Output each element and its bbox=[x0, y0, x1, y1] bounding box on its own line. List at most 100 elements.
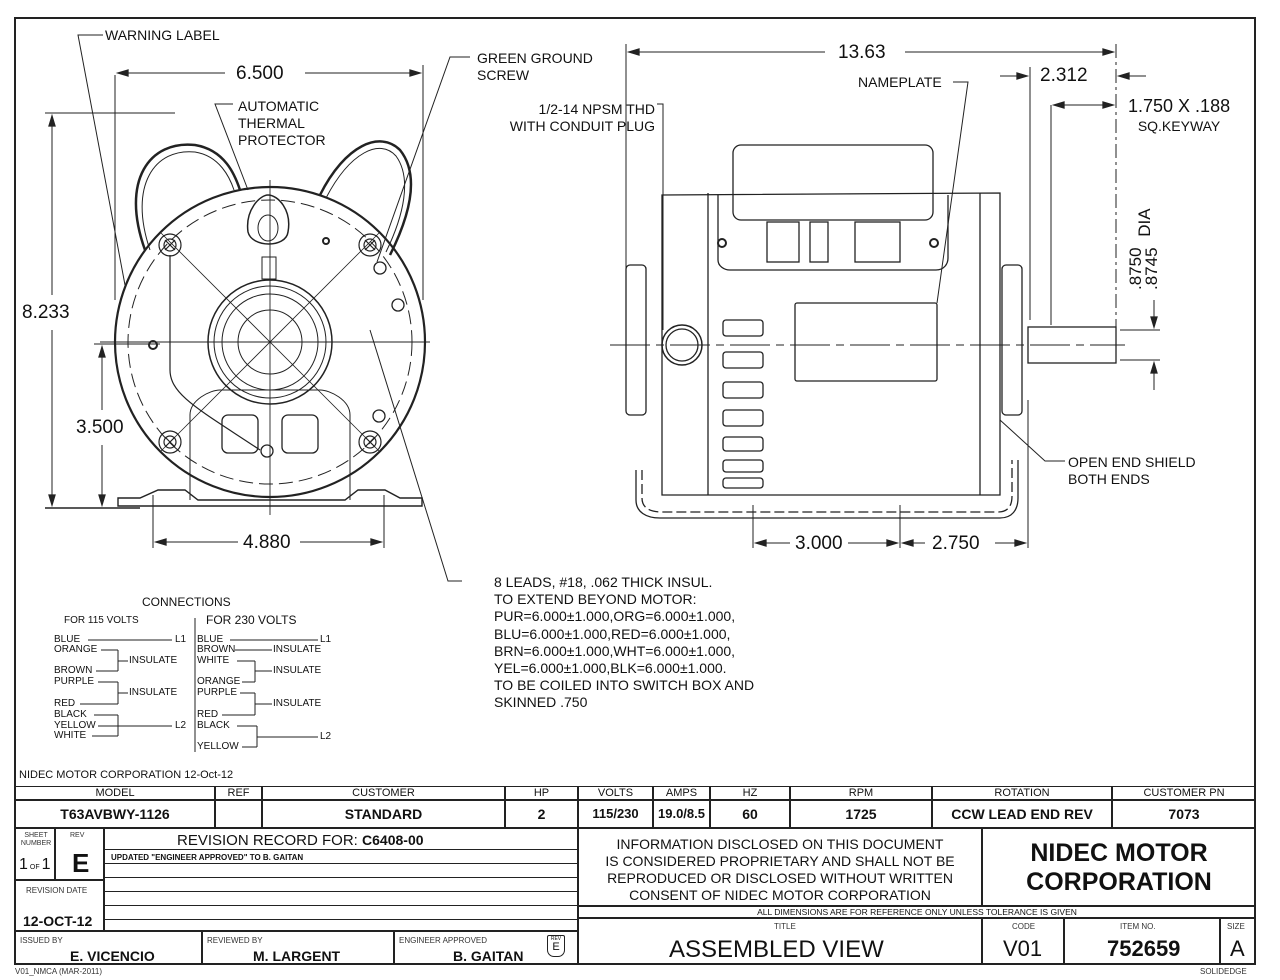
sheet-of: OF bbox=[29, 864, 40, 871]
title-cell: TITLE ASSEMBLED VIEW bbox=[578, 918, 982, 964]
dim-width: 6.500 bbox=[236, 63, 284, 84]
lead-label: WHITE bbox=[54, 730, 87, 741]
code-label: CODE bbox=[1012, 922, 1036, 931]
sheet-number-label: SHEET NUMBER bbox=[20, 832, 52, 847]
size-cell: SIZE A bbox=[1220, 918, 1256, 964]
rev-badge-label: REV bbox=[550, 936, 562, 942]
callout-line: PROTECTOR bbox=[238, 132, 326, 148]
spec-header: CUSTOMER PN bbox=[1112, 786, 1256, 800]
callout-line: WITH CONDUIT PLUG bbox=[509, 118, 655, 134]
lead-label: RED bbox=[54, 698, 76, 709]
item-no-value: 752659 bbox=[1107, 936, 1181, 961]
spec-rpm: 1725 bbox=[790, 800, 932, 828]
nameplate-callout: NAMEPLATE bbox=[858, 74, 942, 90]
end-view bbox=[45, 34, 470, 582]
sheet-total: 1 bbox=[41, 856, 51, 873]
lead-label: BLUE bbox=[197, 634, 224, 645]
company-line: NIDEC MOTOR bbox=[1030, 839, 1208, 867]
engineer-approved-value: B. GAITAN bbox=[453, 948, 524, 964]
lead-label: BROWN bbox=[54, 665, 93, 676]
notice-line: REPRODUCED OR DISCLOSED WITHOUT WRITTEN bbox=[607, 870, 953, 886]
insulate-label: INSULATE bbox=[273, 698, 322, 709]
callout-line: OPEN END SHIELD bbox=[1068, 454, 1196, 470]
dim-mount-b: 2.750 bbox=[932, 533, 980, 554]
rev-row-line bbox=[105, 905, 577, 906]
lead-label: ORANGE bbox=[54, 644, 98, 655]
callout-line: SCREW bbox=[477, 67, 530, 83]
spec-volts: 115/230 bbox=[578, 800, 653, 828]
rev-value: E bbox=[72, 848, 90, 878]
note-line: TO BE COILED INTO SWITCH BOX AND bbox=[494, 677, 755, 694]
connections-lines bbox=[80, 618, 318, 752]
end-shield-callout: OPEN END SHIELD BOTH ENDS bbox=[1068, 454, 1196, 488]
company-line: CORPORATION bbox=[1026, 868, 1212, 896]
notice-line: IS CONSIDERED PROPRIETARY AND SHALL NOT … bbox=[605, 853, 955, 869]
v115-title: FOR 115 VOLTS bbox=[64, 615, 139, 626]
callout-line: THERMAL bbox=[238, 115, 305, 131]
issued-by-value: E. VICENCIO bbox=[70, 948, 155, 964]
drawing-border bbox=[14, 17, 1256, 965]
spec-customer: STANDARD bbox=[262, 800, 505, 828]
item-no-label: ITEM NO. bbox=[1120, 922, 1156, 931]
note-line: 8 LEADS, #18, .062 THICK INSUL. bbox=[494, 574, 713, 590]
conduit-callout: 1/2-14 NPSM THD WITH CONDUIT PLUG bbox=[492, 101, 655, 135]
software-label: SOLIDEDGE bbox=[1200, 967, 1247, 976]
spec-header: HP bbox=[505, 786, 578, 800]
lead-label: YELLOW bbox=[197, 741, 239, 752]
rev-badge-icon: REV E bbox=[547, 935, 565, 957]
lead-label: RED bbox=[197, 709, 219, 720]
spec-header: RPM bbox=[790, 786, 932, 800]
revision-note: UPDATED "ENGINEER APPROVED" TO B. GAITAN bbox=[111, 853, 304, 862]
issued-by-label: ISSUED BY bbox=[20, 936, 63, 945]
ground-screw-callout: GREEN GROUND SCREW bbox=[477, 50, 593, 84]
reviewed-by-value: M. LARGENT bbox=[253, 948, 341, 964]
rev-label: REV bbox=[70, 832, 85, 839]
spec-header: CUSTOMER bbox=[262, 786, 505, 800]
thermal-protector-callout: AUTOMATIC THERMAL PROTECTOR bbox=[238, 98, 326, 149]
rev-row-line bbox=[105, 877, 577, 878]
lead-label: BLACK bbox=[54, 709, 87, 720]
side-view bbox=[610, 44, 1160, 548]
notice-line: CONSENT OF NIDEC MOTOR CORPORATION bbox=[629, 887, 931, 903]
callout-line: GREEN GROUND bbox=[477, 50, 593, 66]
title-label: TITLE bbox=[774, 922, 796, 931]
spec-ref bbox=[215, 800, 262, 828]
note-line: YEL=6.000±1.000,BLK=6.000±1.000. bbox=[494, 660, 727, 677]
lead-label: PURPLE bbox=[54, 676, 95, 687]
size-value: A bbox=[1230, 936, 1245, 961]
spec-hz: 60 bbox=[710, 800, 790, 828]
insulate-label: INSULATE bbox=[273, 644, 322, 655]
revision-date-cell: REVISION DATE 12-OCT-12 bbox=[15, 880, 104, 931]
spec-rotation: CCW LEAD END REV bbox=[932, 800, 1112, 828]
dim-shaft-height: 3.500 bbox=[76, 417, 124, 438]
revision-date-value: 12-OCT-12 bbox=[23, 913, 93, 929]
dim-mount-spacing: 4.880 bbox=[243, 532, 291, 553]
dia-label: DIA bbox=[1134, 208, 1154, 237]
item-no-cell: ITEM NO. 752659 bbox=[1064, 918, 1220, 964]
keyway-callout: 1.750 X .188 SQ.KEYWAY bbox=[1128, 96, 1230, 136]
sheet-current: 1 bbox=[19, 856, 28, 873]
revision-record-label: REVISION RECORD FOR: bbox=[177, 832, 358, 849]
callout-line: AUTOMATIC bbox=[238, 98, 320, 114]
lead-label: PURPLE bbox=[197, 687, 238, 698]
spec-hp: 2 bbox=[505, 800, 578, 828]
rev-row-line bbox=[105, 919, 577, 920]
engineer-approved-cell: ENGINEER APPROVED B. GAITAN REV E bbox=[394, 931, 578, 964]
spec-amps: 19.0/8.5 bbox=[653, 800, 710, 828]
revision-date-label: REVISION DATE bbox=[26, 886, 88, 895]
dim-shaft-length: 2.312 bbox=[1040, 65, 1088, 86]
revision-record: REVISION RECORD FOR: C6408-00 UPDATED "E… bbox=[104, 828, 578, 931]
rev-row-line bbox=[105, 891, 577, 892]
dim-height: 8.233 bbox=[22, 302, 70, 323]
proprietary-notice: INFORMATION DISCLOSED ON THIS DOCUMENT I… bbox=[578, 828, 982, 906]
spec-header: AMPS bbox=[653, 786, 710, 800]
company-date: NIDEC MOTOR CORPORATION 12-Oct-12 bbox=[19, 769, 234, 781]
notice-line: INFORMATION DISCLOSED ON THIS DOCUMENT bbox=[616, 836, 944, 852]
lead-label: BLACK bbox=[197, 720, 230, 731]
lead-label: ORANGE bbox=[197, 676, 241, 687]
size-label: SIZE bbox=[1227, 922, 1245, 931]
dia-values: .8750 .8745 bbox=[1126, 247, 1161, 290]
line-l1: L1 bbox=[175, 634, 187, 645]
callout-line: SQ.KEYWAY bbox=[1137, 118, 1221, 134]
revision-record-heading: REVISION RECORD FOR: C6408-00 bbox=[177, 832, 424, 849]
